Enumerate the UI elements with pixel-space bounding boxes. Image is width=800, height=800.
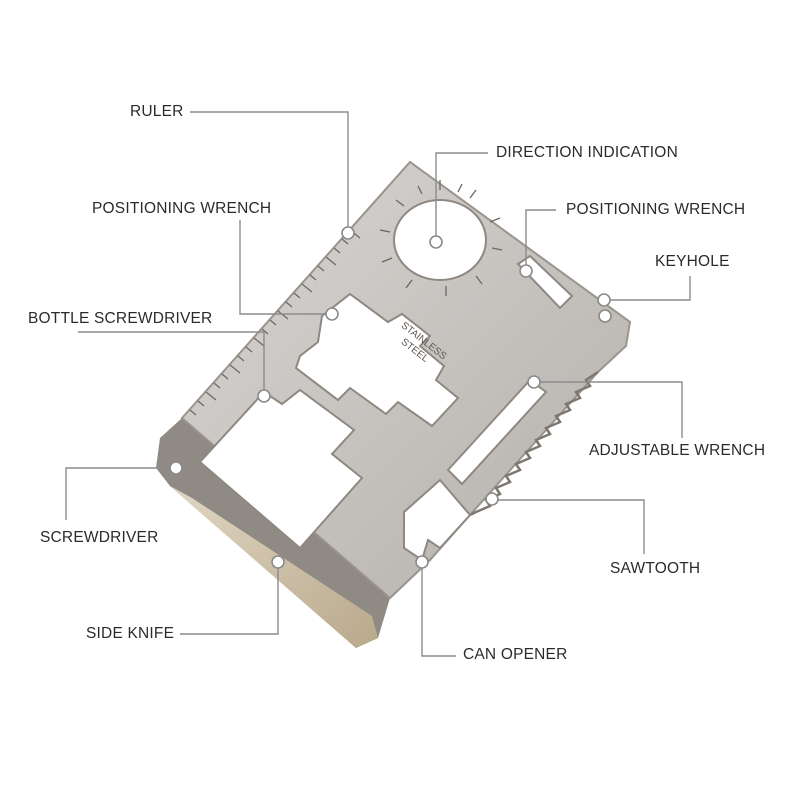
leader-adjustable-wrench [536, 381, 683, 438]
pointer-positioning-wrench-left [325, 307, 339, 321]
leader-positioning-wrench-right [525, 209, 556, 270]
pointer-screwdriver [169, 461, 183, 475]
pointer-side-knife [271, 555, 285, 569]
pointer-bottle-screwdriver [257, 389, 271, 403]
label-screwdriver: SCREWDRIVER [40, 529, 159, 546]
leader-bottle-screwdriver [78, 331, 265, 396]
label-ruler: RULER [130, 103, 184, 120]
label-positioning-wrench-right: POSITIONING WRENCH [566, 201, 746, 218]
leader-side-knife [180, 560, 279, 635]
leader-positioning-wrench-left [239, 220, 330, 315]
leader-screwdriver [65, 467, 176, 520]
pointer-direction-indication [429, 235, 443, 249]
label-positioning-wrench-left: POSITIONING WRENCH [92, 200, 272, 217]
leader-keyhole [605, 276, 691, 301]
label-side-knife: SIDE KNIFE [86, 625, 175, 642]
label-adjustable-wrench: ADJUSTABLE WRENCH [589, 442, 766, 459]
sawtooth-edge [469, 370, 599, 517]
label-bottle-screwdriver: BOTTLE SCREWDRIVER [28, 310, 213, 327]
bottle-opener-cutout [294, 292, 460, 428]
pointer-can-opener [415, 555, 429, 569]
pointer-keyhole [597, 293, 611, 307]
can-opener-notch [403, 478, 472, 562]
ruler-ticks [189, 229, 361, 416]
adjustable-wrench-slot [446, 378, 548, 486]
leader-can-opener [421, 562, 456, 657]
leader-direction-indication [435, 152, 488, 240]
label-direction-indication: DIRECTION INDICATION [496, 144, 678, 161]
label-sawtooth: SAWTOOTH [610, 560, 701, 577]
label-keyhole: KEYHOLE [655, 253, 730, 270]
keyhole-hole [598, 309, 612, 323]
leader-ruler [190, 111, 349, 230]
label-can-opener: CAN OPENER [463, 646, 568, 663]
pointer-ruler [341, 226, 355, 240]
pointer-positioning-wrench-right [519, 264, 533, 278]
leader-sawtooth [492, 499, 645, 554]
pointer-adjustable-wrench [527, 375, 541, 389]
pointer-sawtooth [485, 492, 499, 506]
